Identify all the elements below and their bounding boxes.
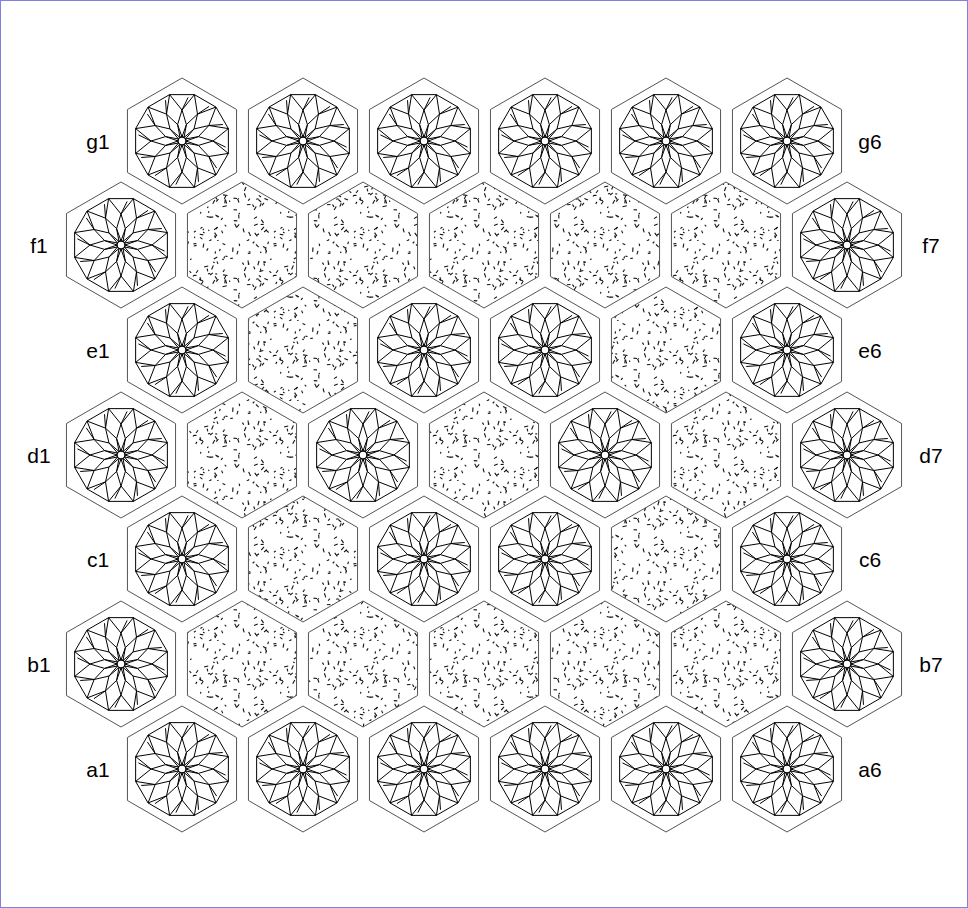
- hex-cell: [732, 496, 841, 622]
- rosette-piece: [136, 723, 229, 816]
- cell-coordinate: c6: [859, 549, 881, 570]
- hex-cell: [671, 601, 780, 727]
- hex-cell: [490, 706, 599, 832]
- rosette-piece: [75, 409, 168, 502]
- hex-cell: [611, 706, 720, 832]
- hex-cell: [490, 287, 599, 413]
- hex-cell: [127, 706, 236, 832]
- cell-coordinate: a1: [86, 759, 109, 780]
- hex-cell: [248, 706, 357, 832]
- rosette-piece: [741, 513, 834, 606]
- cell-coordinate: b7: [919, 654, 942, 675]
- cell-coordinate: d1: [27, 445, 50, 466]
- rosette-piece: [136, 304, 229, 397]
- cell-coordinate: d7: [919, 445, 942, 466]
- hex-cell: [127, 287, 236, 413]
- hex-cell: [732, 78, 841, 204]
- rosette-piece: [257, 723, 350, 816]
- hex-cell: [308, 182, 417, 308]
- rosette-piece: [741, 723, 834, 816]
- hex-cell: [369, 496, 478, 622]
- hex-cell: [611, 78, 720, 204]
- hex-cell: [308, 601, 417, 727]
- rosette-piece: [378, 513, 471, 606]
- rosette-piece: [499, 304, 592, 397]
- rosette-piece: [499, 95, 592, 188]
- hex-cell: [369, 287, 478, 413]
- hex-cell: [429, 601, 538, 727]
- hex-cell: [671, 392, 780, 518]
- hex-cell: [550, 601, 659, 727]
- rosette-piece: [741, 304, 834, 397]
- hex-cell: [187, 392, 296, 518]
- hex-cell: [248, 496, 357, 622]
- rosette-piece: [741, 95, 834, 188]
- hex-cell: [127, 496, 236, 622]
- cell-coordinate: g6: [858, 131, 881, 152]
- hex-cell: [429, 182, 538, 308]
- hex-cell: [127, 78, 236, 204]
- cell-coordinate: c1: [87, 549, 109, 570]
- hex-cell: [369, 78, 478, 204]
- hex-cell: [490, 78, 599, 204]
- hex-cell: [369, 706, 478, 832]
- hex-cell: [792, 392, 901, 518]
- hex-cell: [66, 392, 175, 518]
- hex-cell: [308, 392, 417, 518]
- rosette-piece: [317, 409, 410, 502]
- hex-cell: [732, 706, 841, 832]
- rosette-piece: [801, 409, 894, 502]
- hex-cell: [187, 182, 296, 308]
- rosette-piece: [75, 199, 168, 292]
- cell-coordinate: f1: [30, 235, 48, 256]
- rosette-piece: [257, 95, 350, 188]
- hex-cell: [187, 601, 296, 727]
- hex-cell: [550, 182, 659, 308]
- hex-cell: [732, 287, 841, 413]
- cell-coordinate: g1: [86, 131, 109, 152]
- cell-coordinate: e6: [858, 340, 881, 361]
- hex-cell: [248, 78, 357, 204]
- cell-coordinate: b1: [27, 654, 50, 675]
- rosette-piece: [75, 618, 168, 711]
- rosette-piece: [378, 723, 471, 816]
- rosette-piece: [136, 95, 229, 188]
- hex-cell: [611, 287, 720, 413]
- rosette-piece: [378, 304, 471, 397]
- rosette-piece: [620, 95, 713, 188]
- hex-cell: [490, 496, 599, 622]
- hex-cell: [611, 496, 720, 622]
- rosette-piece: [136, 513, 229, 606]
- hex-cell: [550, 392, 659, 518]
- rosette-piece: [499, 723, 592, 816]
- rosette-piece: [499, 513, 592, 606]
- cell-coordinate: f7: [922, 235, 940, 256]
- cell-coordinate: a6: [858, 759, 881, 780]
- cell-coordinate: e1: [86, 340, 109, 361]
- hex-cell: [66, 182, 175, 308]
- hex-cell: [792, 182, 901, 308]
- rosette-piece: [559, 409, 652, 502]
- hex-cell: [248, 287, 357, 413]
- hex-cell: [429, 392, 538, 518]
- rosette-piece: [801, 199, 894, 292]
- rosette-piece: [378, 95, 471, 188]
- hex-cell: [66, 601, 175, 727]
- rosette-piece: [801, 618, 894, 711]
- rosette-piece: [620, 723, 713, 816]
- hex-cell: [792, 601, 901, 727]
- hex-cell: [671, 182, 780, 308]
